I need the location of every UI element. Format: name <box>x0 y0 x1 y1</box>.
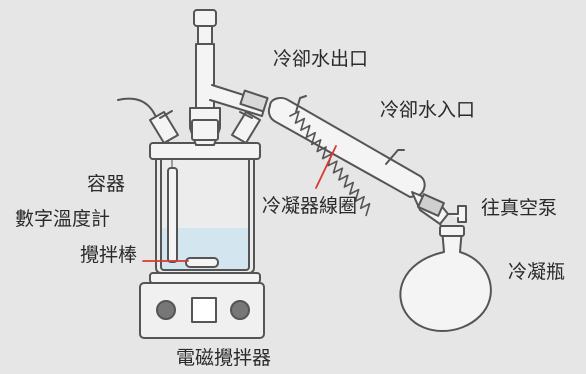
pointer-lines <box>142 145 337 262</box>
side-arm-joint <box>239 89 269 113</box>
cold-trap-flask <box>399 225 492 332</box>
stir-bar <box>185 257 219 268</box>
label-coolant-in: 冷卻水入口 <box>380 99 476 121</box>
pointer-condenser-coil <box>315 145 337 189</box>
magnetic-stirrer-base <box>139 282 265 339</box>
thermometer-probe <box>167 167 178 263</box>
label-magnetic-stirrer: 電磁攪拌器 <box>176 347 272 369</box>
label-condenser-coil: 冷凝器線圈 <box>262 195 358 217</box>
label-container: 容器 <box>87 173 126 195</box>
label-coolant-out: 冷卻水出口 <box>273 48 369 70</box>
condenser-coil <box>289 110 371 217</box>
vessel-necks <box>149 110 261 144</box>
container-vessel <box>149 142 261 284</box>
label-thermometer: 數字溫度計 <box>15 208 111 230</box>
label-stir-bar: 攪拌棒 <box>80 244 138 266</box>
still-head-column <box>189 9 221 146</box>
label-cold-trap: 冷凝瓶 <box>508 261 566 283</box>
label-to-vacuum: 往真空泵 <box>481 197 558 219</box>
condenser <box>267 95 426 198</box>
